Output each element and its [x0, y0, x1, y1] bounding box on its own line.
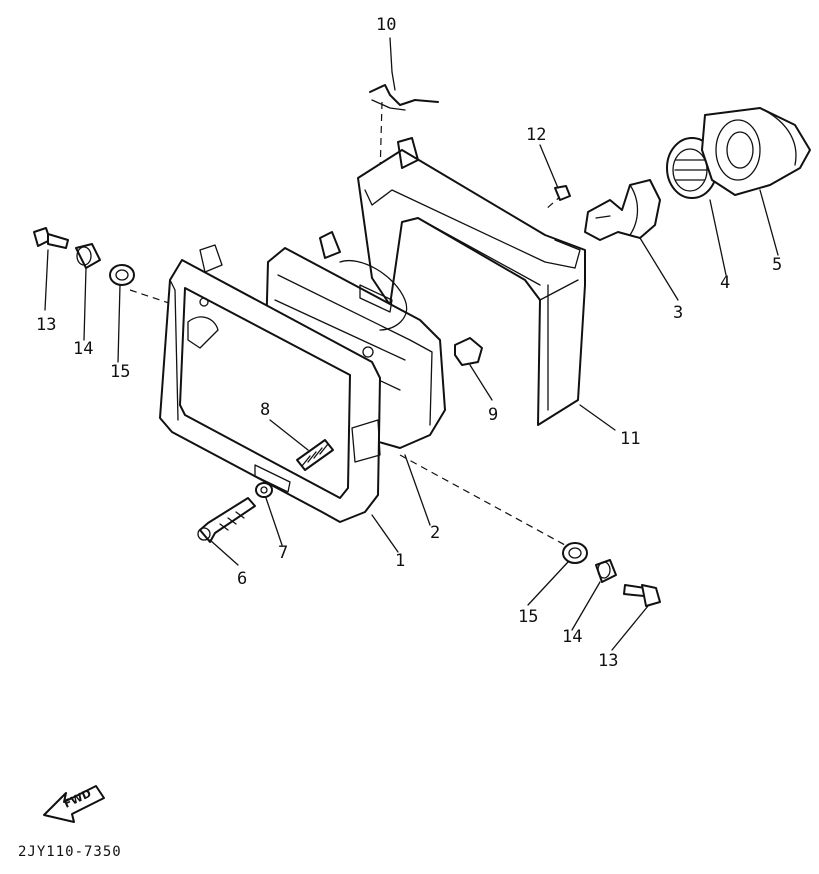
part-8-adjust-screw	[296, 439, 334, 471]
callout-14-left: 14	[73, 339, 93, 359]
callout-8: 8	[260, 400, 270, 420]
part-5-boot-cover	[701, 107, 811, 196]
callout-13-right: 13	[598, 651, 618, 671]
callout-2: 2	[430, 523, 440, 543]
part-12-small-screw	[554, 185, 571, 201]
part-3-bulb	[584, 179, 661, 241]
part-9-clip	[454, 337, 483, 366]
part-15-grommet-right	[562, 542, 588, 564]
fwd-arrow-icon: FWD	[43, 785, 105, 823]
part-15-grommet-left	[109, 264, 135, 286]
part-13-bolt-right	[623, 584, 661, 607]
part-6-bolt	[197, 497, 256, 543]
part-13-bolt-left	[33, 227, 69, 249]
callouts: 10 12 3 4 5 11 9 8 2 1 7 6 13 14 15 15 1…	[36, 15, 782, 671]
part-10-wire-clip	[369, 71, 439, 111]
callout-3: 3	[673, 303, 683, 323]
callout-9: 9	[488, 405, 498, 425]
diagram-code: 2JY110-7350	[18, 844, 122, 860]
callout-11: 11	[620, 429, 640, 449]
callout-5: 5	[772, 255, 782, 275]
part-14-collar-left	[75, 243, 101, 269]
callout-15-right: 15	[518, 607, 538, 627]
part-7-washer	[255, 482, 273, 498]
callout-13-left: 13	[36, 315, 56, 335]
callout-6: 6	[237, 569, 247, 589]
callout-10: 10	[376, 15, 396, 35]
callout-4: 4	[720, 273, 730, 293]
callout-15-left: 15	[110, 362, 130, 382]
part-11-headlight-bracket	[357, 137, 586, 426]
leader-lines	[44, 37, 779, 651]
callout-12: 12	[526, 125, 546, 145]
part-14-collar-right	[595, 559, 617, 583]
callout-1: 1	[395, 551, 405, 571]
callout-14-right: 14	[562, 627, 582, 647]
callout-7: 7	[278, 543, 288, 563]
